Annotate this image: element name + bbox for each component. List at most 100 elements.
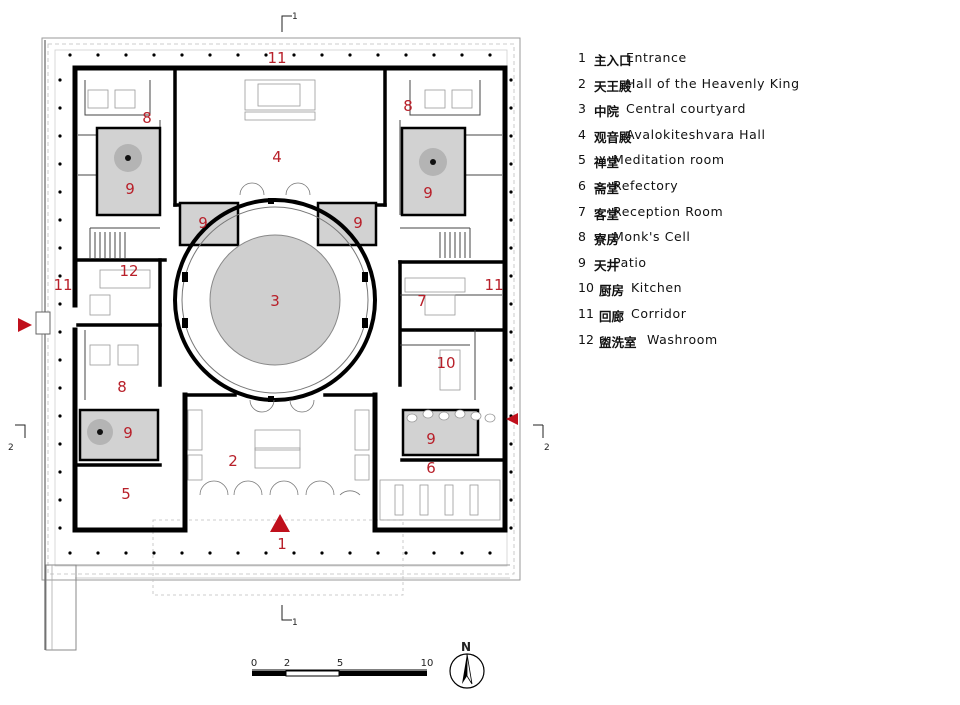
outer-walls bbox=[72, 65, 508, 533]
column-dot bbox=[509, 134, 513, 138]
label-entrance: 1 bbox=[277, 535, 287, 553]
scale-bar: 0 2 5 10 bbox=[251, 658, 434, 677]
column-dot bbox=[320, 53, 324, 57]
inner-walls bbox=[76, 66, 504, 467]
site-boundary-inner bbox=[47, 43, 515, 575]
entrance-arrow-south bbox=[270, 514, 290, 532]
legend-english-name: Avalokiteshvara Hall bbox=[626, 126, 766, 142]
legend-english-name: Entrance bbox=[626, 50, 687, 65]
legend-english-name: Monk's Cell bbox=[613, 229, 691, 245]
column-dot bbox=[152, 551, 156, 555]
column-dot bbox=[58, 106, 62, 110]
label-cell-top-right: 8 bbox=[403, 97, 413, 115]
legend-number: 6 bbox=[578, 177, 586, 193]
column-dot bbox=[509, 498, 513, 502]
legend-chinese-name: 寮房 bbox=[594, 232, 620, 248]
legend-number: 4 bbox=[578, 126, 586, 142]
column-dot bbox=[58, 134, 62, 138]
column-dot bbox=[509, 162, 513, 166]
column-dot bbox=[58, 470, 62, 474]
column-dot bbox=[58, 78, 62, 82]
label-patio-left: 9 bbox=[123, 424, 133, 442]
legend-chinese-name: 盥洗室 bbox=[599, 334, 637, 350]
column-dot bbox=[509, 78, 513, 82]
column-dot bbox=[348, 551, 352, 555]
legend-english-name: Central courtyard bbox=[626, 101, 747, 117]
door-swings bbox=[199, 182, 361, 496]
column-dot bbox=[509, 190, 513, 194]
north-label: N bbox=[461, 640, 471, 654]
label-meditation-room: 5 bbox=[121, 485, 131, 503]
column-dot bbox=[320, 551, 324, 555]
label-cell-left: 8 bbox=[117, 378, 127, 396]
label-corridor-left: 11 bbox=[53, 276, 72, 294]
column-dot bbox=[404, 53, 408, 57]
label-central-courtyard: 3 bbox=[270, 292, 280, 310]
column-dot bbox=[509, 358, 513, 362]
label-refectory: 6 bbox=[426, 459, 436, 477]
legend-chinese-name: 主入口 bbox=[594, 53, 632, 68]
column-dot bbox=[124, 53, 128, 57]
colonnade-columns bbox=[58, 53, 513, 555]
patio-trees bbox=[87, 144, 447, 445]
column-dot bbox=[376, 551, 380, 555]
legend-number: 9 bbox=[578, 254, 586, 270]
patio-top-left bbox=[95, 126, 162, 217]
column-dot bbox=[509, 106, 513, 110]
column-dot bbox=[509, 246, 513, 250]
legend-chinese-name: 天井 bbox=[594, 257, 620, 273]
patio-inner-right bbox=[316, 201, 378, 247]
section-mark-left: 2 bbox=[8, 443, 14, 453]
legend-number: 2 bbox=[578, 75, 586, 91]
column-dot bbox=[460, 551, 464, 555]
column-dot bbox=[509, 470, 513, 474]
legend-english-name: Refectory bbox=[613, 177, 679, 193]
side-path bbox=[45, 564, 77, 651]
label-kitchen: 10 bbox=[436, 354, 455, 372]
legend-chinese-name: 斋堂 bbox=[594, 180, 620, 196]
legend-english-name: Kitchen bbox=[631, 280, 683, 296]
north-arrow: N bbox=[449, 640, 485, 689]
column-dot bbox=[264, 53, 268, 57]
scale-tick-0: 0 bbox=[251, 658, 257, 669]
column-dot bbox=[376, 53, 380, 57]
scale-tick-10: 10 bbox=[421, 658, 434, 669]
column-dot bbox=[488, 53, 492, 57]
column-dot bbox=[488, 551, 492, 555]
column-dot bbox=[509, 302, 513, 306]
column-dot bbox=[58, 246, 62, 250]
column-dot bbox=[58, 414, 62, 418]
column-dot bbox=[509, 526, 513, 530]
column-dot bbox=[292, 53, 296, 57]
column-dot bbox=[58, 274, 62, 278]
column-dot bbox=[509, 386, 513, 390]
west-gate bbox=[35, 311, 51, 335]
stepping-stones bbox=[406, 409, 496, 423]
scale-tick-2: 2 bbox=[284, 658, 290, 669]
column-dot bbox=[180, 551, 184, 555]
column-dot bbox=[404, 551, 408, 555]
legend-english-name: Meditation room bbox=[613, 152, 725, 168]
label-washroom: 12 bbox=[119, 262, 138, 280]
section-mark-bottom: 1 bbox=[292, 618, 298, 628]
legend-number: 5 bbox=[578, 152, 586, 168]
legend-english-name: Hall of the Heavenly King bbox=[626, 75, 800, 91]
entrance-arrow-east bbox=[506, 413, 518, 425]
label-corridor-top: 11 bbox=[267, 49, 286, 67]
legend-chinese-name: 天王殿 bbox=[594, 78, 632, 94]
column-dot bbox=[58, 330, 62, 334]
entrance-steps bbox=[152, 519, 404, 596]
legend-number: 3 bbox=[578, 101, 586, 117]
column-dot bbox=[292, 551, 296, 555]
column-dot bbox=[96, 53, 100, 57]
